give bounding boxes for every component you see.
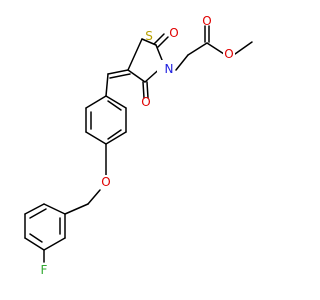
ester-carbonyl-oxygen-label: O <box>202 14 211 28</box>
bond-ring1-4 <box>105 131 127 145</box>
bond-c2-o-a <box>153 33 165 45</box>
bonds <box>24 25 253 263</box>
label-mask-n <box>157 60 170 72</box>
bond-ring1-6 <box>105 95 127 109</box>
bond-ring2-1 <box>43 203 66 215</box>
bond-s-c5 <box>127 38 143 71</box>
fluorine-label: F <box>41 263 48 277</box>
bond-n-ch2 <box>175 54 189 71</box>
label-mask-ether-o <box>99 175 111 188</box>
bond-ring2-inner-b <box>29 233 43 243</box>
bond-c5-ch-a <box>107 69 129 75</box>
bond-ring2-5 <box>43 237 66 251</box>
atom-labels: S N O O O O O F <box>41 14 235 277</box>
bond-ring1-3 <box>85 131 107 145</box>
ester-oxygen-label: O <box>224 47 233 61</box>
carbonyl-oxygen-c2-label: O <box>169 26 178 40</box>
bond-ch-aryl <box>105 73 109 97</box>
bond-o-methyl <box>234 41 253 55</box>
ring-sulfur-label: S <box>145 29 153 43</box>
bond-c5-ch-b <box>109 73 131 79</box>
bond-ether-o-ch2 <box>87 189 101 205</box>
bond-ester-c-o-single <box>206 42 225 55</box>
bond-ring1-inner-c <box>107 100 122 111</box>
ring-nitrogen-label: N <box>165 62 174 76</box>
carbonyl-oxygen-c4-label: O <box>141 95 150 109</box>
label-mask-ester-o <box>223 48 235 60</box>
bond-c2-o-b <box>157 36 169 48</box>
molecule-structure-diagram: S N O O O O O F <box>24 14 253 277</box>
bond-ring2-4 <box>24 237 45 251</box>
ether-oxygen-label: O <box>101 175 110 189</box>
bond-c4-o-a <box>142 81 145 99</box>
bond-ring2-2 <box>24 203 45 215</box>
bond-ring1-inner-b <box>107 129 122 140</box>
bond-ring1-1 <box>85 95 107 109</box>
bond-c4-c5 <box>127 69 146 83</box>
bond-ring2-inner-a <box>29 208 47 219</box>
bond-ch2-ester-c <box>187 42 208 56</box>
bond-ch2-aryl2 <box>64 203 89 215</box>
bond-c4-o-b <box>146 81 149 99</box>
